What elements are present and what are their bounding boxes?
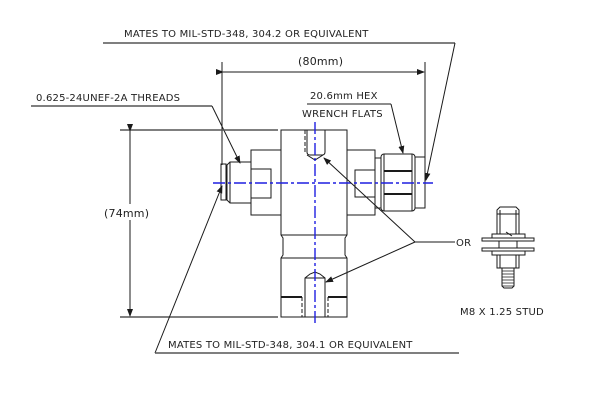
- stud-hardware: M8 X 1.25 STUD: [460, 206, 544, 318]
- left-flange: [220, 163, 227, 201]
- top-mating-text: MATES TO MIL-STD-348, 304.2 OR EQUIVALEN…: [124, 29, 369, 40]
- width-text-bg: [292, 54, 350, 70]
- stud-bottom-nut: [496, 254, 520, 269]
- stud-hatch: [505, 231, 513, 237]
- bottom-hole-walls: [304, 297, 326, 317]
- bottom-mating-text: MATES TO MIL-STD-348, 304.1 OR EQUIVALEN…: [168, 340, 413, 351]
- width-dim-text: (80mm): [298, 55, 343, 68]
- body-outline: [280, 129, 348, 318]
- threads-callout: 0.625-24UNEF-2A THREADS: [31, 93, 241, 164]
- or-callout: OR: [323, 157, 471, 283]
- stud-text: M8 X 1.25 STUD: [460, 307, 544, 318]
- top-hole: [306, 130, 326, 156]
- stud-washer-top: [491, 233, 526, 239]
- top-mating-leader: [424, 42, 456, 181]
- height-text-bg: [102, 204, 160, 220]
- stud-thread-lines: [502, 270, 514, 287]
- hex-text-line1: 20.6mm HEX: [310, 91, 378, 102]
- height-dimension: (74mm): [102, 124, 278, 318]
- bottom-mating-leader: [154, 185, 223, 354]
- hex-text-line2: WRENCH FLATS: [302, 109, 383, 120]
- stud-plate-top: [481, 237, 535, 242]
- adapter-body: [280, 129, 348, 318]
- hex-leader: [390, 103, 405, 154]
- or-text: OR: [456, 238, 471, 249]
- or-leader-top: [323, 157, 416, 243]
- or-leader-bottom: [325, 241, 416, 283]
- hex-callout: 20.6mm HEX WRENCH FLATS: [302, 91, 405, 154]
- height-dim-text: (74mm): [104, 207, 149, 220]
- bottom-hole-threads: [301, 297, 329, 317]
- left-threaded-nose: [226, 161, 251, 204]
- stud-washer-bottom: [491, 250, 526, 256]
- threads-leader: [211, 105, 241, 164]
- bottom-mating-callout: MATES TO MIL-STD-348, 304.1 OR EQUIVALEN…: [154, 185, 459, 354]
- threads-text: 0.625-24UNEF-2A THREADS: [36, 93, 180, 104]
- width-dimension: (80mm): [216, 54, 426, 165]
- top-mating-callout: MATES TO MIL-STD-348, 304.2 OR EQUIVALEN…: [103, 29, 456, 181]
